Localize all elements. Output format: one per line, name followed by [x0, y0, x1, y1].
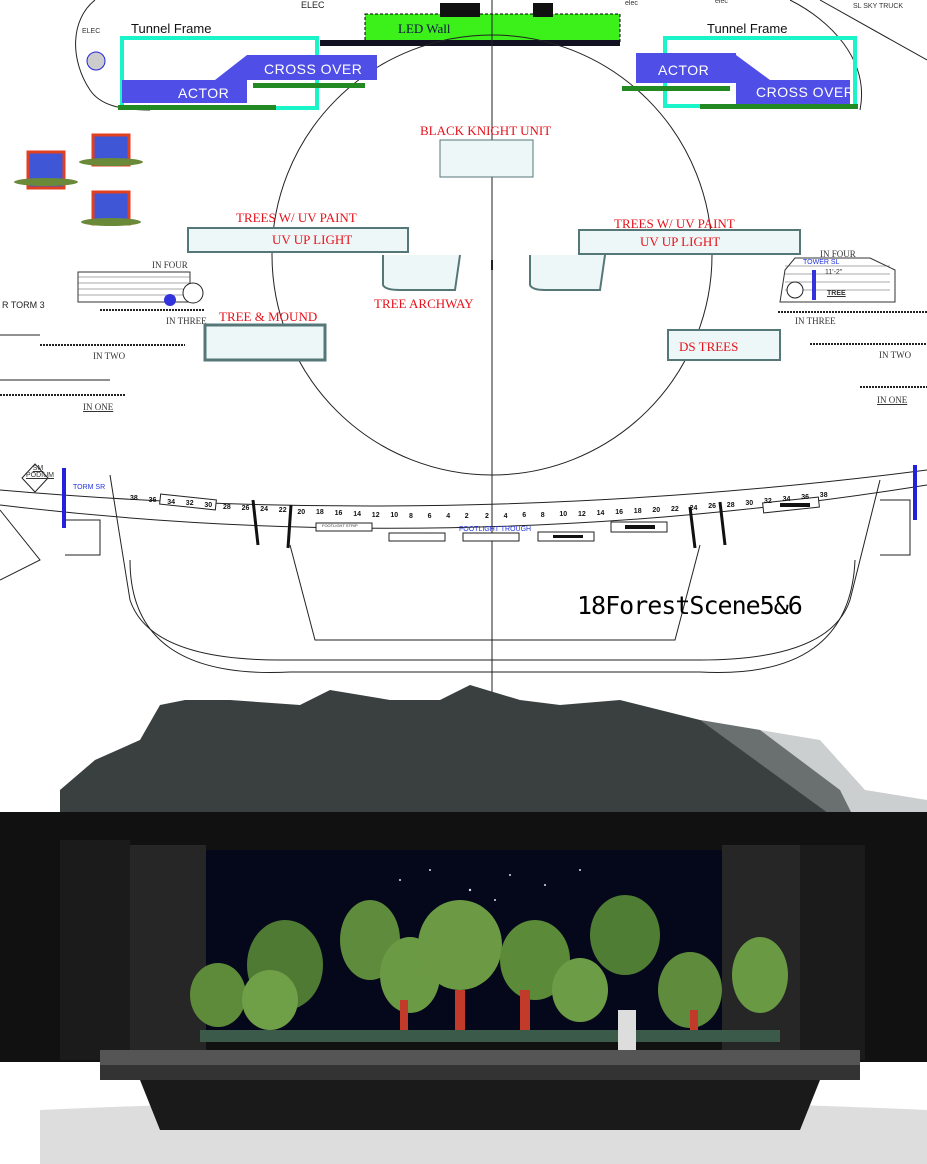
seat-number: 36 — [801, 494, 809, 502]
seat-number: 12 — [578, 510, 586, 518]
cross-over-left-label: CROSS OVER — [264, 61, 363, 77]
actor-left-label: ACTOR — [178, 85, 230, 101]
footlight-trough-label: FOOTLIGHT TROUGH — [459, 526, 532, 533]
right-outline — [789, 0, 862, 111]
seat-number: 8 — [409, 512, 413, 520]
seat-number: 30 — [745, 499, 754, 507]
scene-title: 18ForestScene5&6 — [577, 591, 803, 620]
seat-number: 6 — [522, 512, 527, 520]
seat-number: 16 — [615, 509, 623, 517]
seat-number: 24 — [689, 504, 698, 512]
seat-number: 38 — [130, 494, 138, 502]
right-in-one: IN ONE — [877, 395, 908, 405]
right-in-four: IN FOUR — [820, 249, 856, 259]
black-knight-label: BLACK KNIGHT UNIT — [420, 123, 552, 138]
seat-number: 26 — [241, 504, 250, 512]
actor-right-label: ACTOR — [658, 62, 710, 78]
seat-number: 20 — [652, 507, 661, 515]
left-torm-label: R TORM 3 — [1, 300, 46, 310]
torm-sr-label: TORM SR — [73, 484, 106, 491]
seat-number: 4 — [446, 512, 451, 520]
seat-number: 22 — [278, 507, 287, 515]
tree-mound-label: TREE & MOUND — [219, 309, 318, 324]
seat-number: 20 — [297, 508, 306, 516]
seat-number: 38 — [819, 492, 828, 500]
left-in-four: IN FOUR — [152, 260, 188, 270]
tree-archway-right — [529, 254, 606, 291]
right-in-three: IN THREE — [795, 316, 836, 326]
seat-number: 36 — [148, 496, 157, 504]
seat-number: 22 — [671, 505, 679, 513]
seat-number: 10 — [559, 511, 568, 519]
trees-uv-right-label: TREES W/ UV PAINT — [614, 216, 735, 231]
apron-edge — [0, 469, 927, 507]
seat-number: 28 — [726, 501, 735, 509]
right-in-two: IN TWO — [879, 350, 912, 360]
seat-number: 8 — [540, 512, 545, 519]
uv-light-left-label: UV UP LIGHT — [272, 232, 353, 247]
tunnel-frame-left-label: Tunnel Frame — [131, 21, 212, 36]
seat-number: 34 — [167, 498, 175, 506]
led-wall-label: LED Wall — [398, 21, 451, 36]
mountain-backdrop — [60, 685, 865, 840]
tunnel-frame-right-label: Tunnel Frame — [707, 21, 788, 36]
seat-number: 14 — [596, 510, 605, 518]
tower-dim-label: 11'-2" — [825, 269, 843, 276]
tower-sl-label: TOWER SL — [803, 259, 840, 266]
seat-number: 2 — [485, 512, 489, 520]
right-tree-label: TREE — [827, 290, 846, 297]
left-in-three: IN THREE — [166, 316, 207, 326]
seat-number: 18 — [316, 509, 324, 517]
black-knight-figure — [618, 1010, 636, 1050]
elec-left-label: ELEC — [82, 28, 101, 35]
footlight-strip-label: FOOTLIGHT STRIP — [322, 523, 358, 528]
seat-number: 14 — [353, 511, 361, 519]
seat-number: 30 — [204, 502, 213, 510]
ds-trees — [667, 329, 781, 361]
stars — [399, 869, 581, 901]
elec-right-label-1: elec — [625, 0, 638, 7]
tree-archway-label: TREE ARCHWAY — [374, 296, 474, 311]
seat-number: 4 — [503, 512, 508, 520]
seat-number: 34 — [782, 496, 791, 504]
circle-fixture — [86, 51, 106, 71]
left-in-one: IN ONE — [83, 402, 114, 412]
elec-right-label-2: elec — [715, 0, 728, 5]
cross-over-right-label: CROSS OVER — [756, 84, 855, 100]
sky-truck-label: SL SKY TRUCK — [853, 3, 904, 10]
sm-podium-label: SM PODIUM — [26, 465, 54, 479]
trees-uv-left-label: TREES W/ UV PAINT — [236, 210, 357, 225]
seat-number: 32 — [764, 498, 772, 506]
seat-number: 28 — [223, 503, 231, 511]
tree-mound — [203, 323, 327, 362]
seat-number: 32 — [185, 500, 194, 508]
seat-number: 12 — [371, 511, 380, 519]
left-in-two: IN TWO — [93, 351, 126, 361]
seat-number: 2 — [464, 512, 469, 520]
uv-light-right-label: UV UP LIGHT — [640, 234, 721, 249]
elec-top-label: ELEC — [300, 0, 326, 10]
seat-number: 6 — [427, 512, 432, 520]
tree-symbols — [14, 133, 143, 226]
seat-number: 24 — [260, 506, 268, 514]
seat-number: 16 — [334, 510, 343, 518]
black-knight-unit — [439, 139, 534, 178]
seat-number: 26 — [708, 503, 716, 511]
seat-number: 18 — [633, 508, 642, 516]
tree-archway-left — [382, 254, 461, 291]
ds-trees-label: DS TREES — [679, 339, 739, 354]
seat-number: 10 — [390, 512, 399, 520]
